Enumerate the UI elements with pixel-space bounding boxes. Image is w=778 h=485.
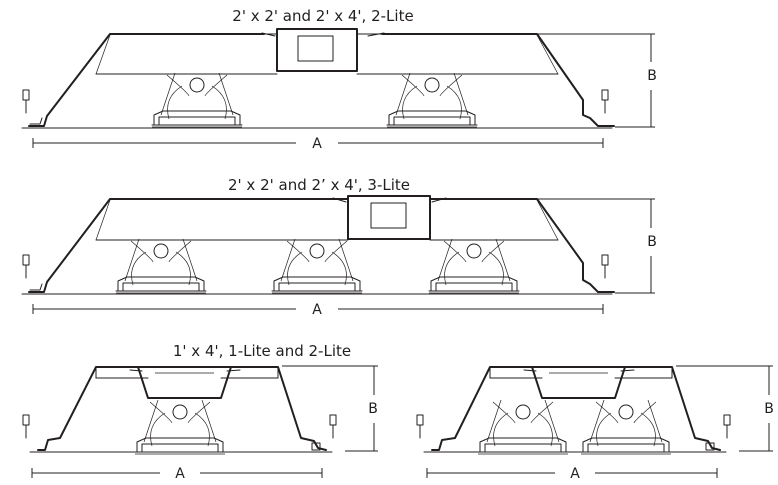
dimension-b-label: B <box>647 68 657 84</box>
dimension-b-label: B <box>368 401 378 417</box>
diagram-1x4-2lite: A B <box>416 365 774 482</box>
mounting-clip <box>22 89 30 114</box>
diagram-title: 2' x 2' and 2' x 4', 2-Lite <box>232 7 413 25</box>
dimension-a: A <box>32 136 604 152</box>
dimension-a: A <box>32 302 604 318</box>
mounting-clip <box>723 414 731 439</box>
lamp-assembly <box>151 72 243 128</box>
mounting-clip <box>329 414 337 439</box>
mounting-clip <box>22 414 30 439</box>
dimension-b: B <box>537 198 657 294</box>
dimension-b: B <box>537 33 657 128</box>
fixture-housing-outline <box>29 366 333 453</box>
lamp-assembly <box>271 238 363 294</box>
dimension-a-label: A <box>312 136 322 152</box>
lamp-assembly <box>580 399 672 455</box>
ballast-box <box>276 28 358 72</box>
mounting-clip <box>601 89 609 114</box>
dimension-a-label: A <box>312 302 322 318</box>
ballast-box <box>137 366 232 399</box>
mounting-clip <box>416 414 424 439</box>
dimension-a-label: A <box>175 466 185 482</box>
fixture-housing-outline <box>423 366 727 453</box>
lamp-assembly <box>386 72 478 128</box>
diagram-title: 1' x 4', 1-Lite and 2-Lite <box>173 342 351 360</box>
lamp-assembly <box>115 238 207 294</box>
dimension-a: A <box>426 466 718 482</box>
lamp-assembly <box>428 238 520 294</box>
dimension-a: A <box>31 466 323 482</box>
mounting-clip <box>22 254 30 279</box>
fixture-housing-outline <box>21 195 615 295</box>
lamp-assembly <box>477 399 569 455</box>
dimension-b-label: B <box>764 401 774 417</box>
diagram-2lite: 2' x 2' and 2' x 4', 2-Lite A <box>21 7 657 152</box>
dimension-b-label: B <box>647 234 657 250</box>
diagram-1x4-1lite: A B <box>22 365 378 482</box>
dimension-b: B <box>676 365 774 452</box>
dimension-a-label: A <box>570 466 580 482</box>
lamp-assembly <box>134 399 226 455</box>
ballast-box <box>531 366 626 399</box>
ballast-box <box>347 195 431 240</box>
fixture-housing-outline <box>21 28 615 129</box>
diagram-title: 2' x 2' and 2’ x 4', 3-Lite <box>228 176 410 194</box>
diagram-3lite: 2' x 2' and 2’ x 4', 3-Lite A <box>21 176 657 318</box>
dimension-b: B <box>282 365 378 452</box>
mounting-clip <box>601 254 609 279</box>
